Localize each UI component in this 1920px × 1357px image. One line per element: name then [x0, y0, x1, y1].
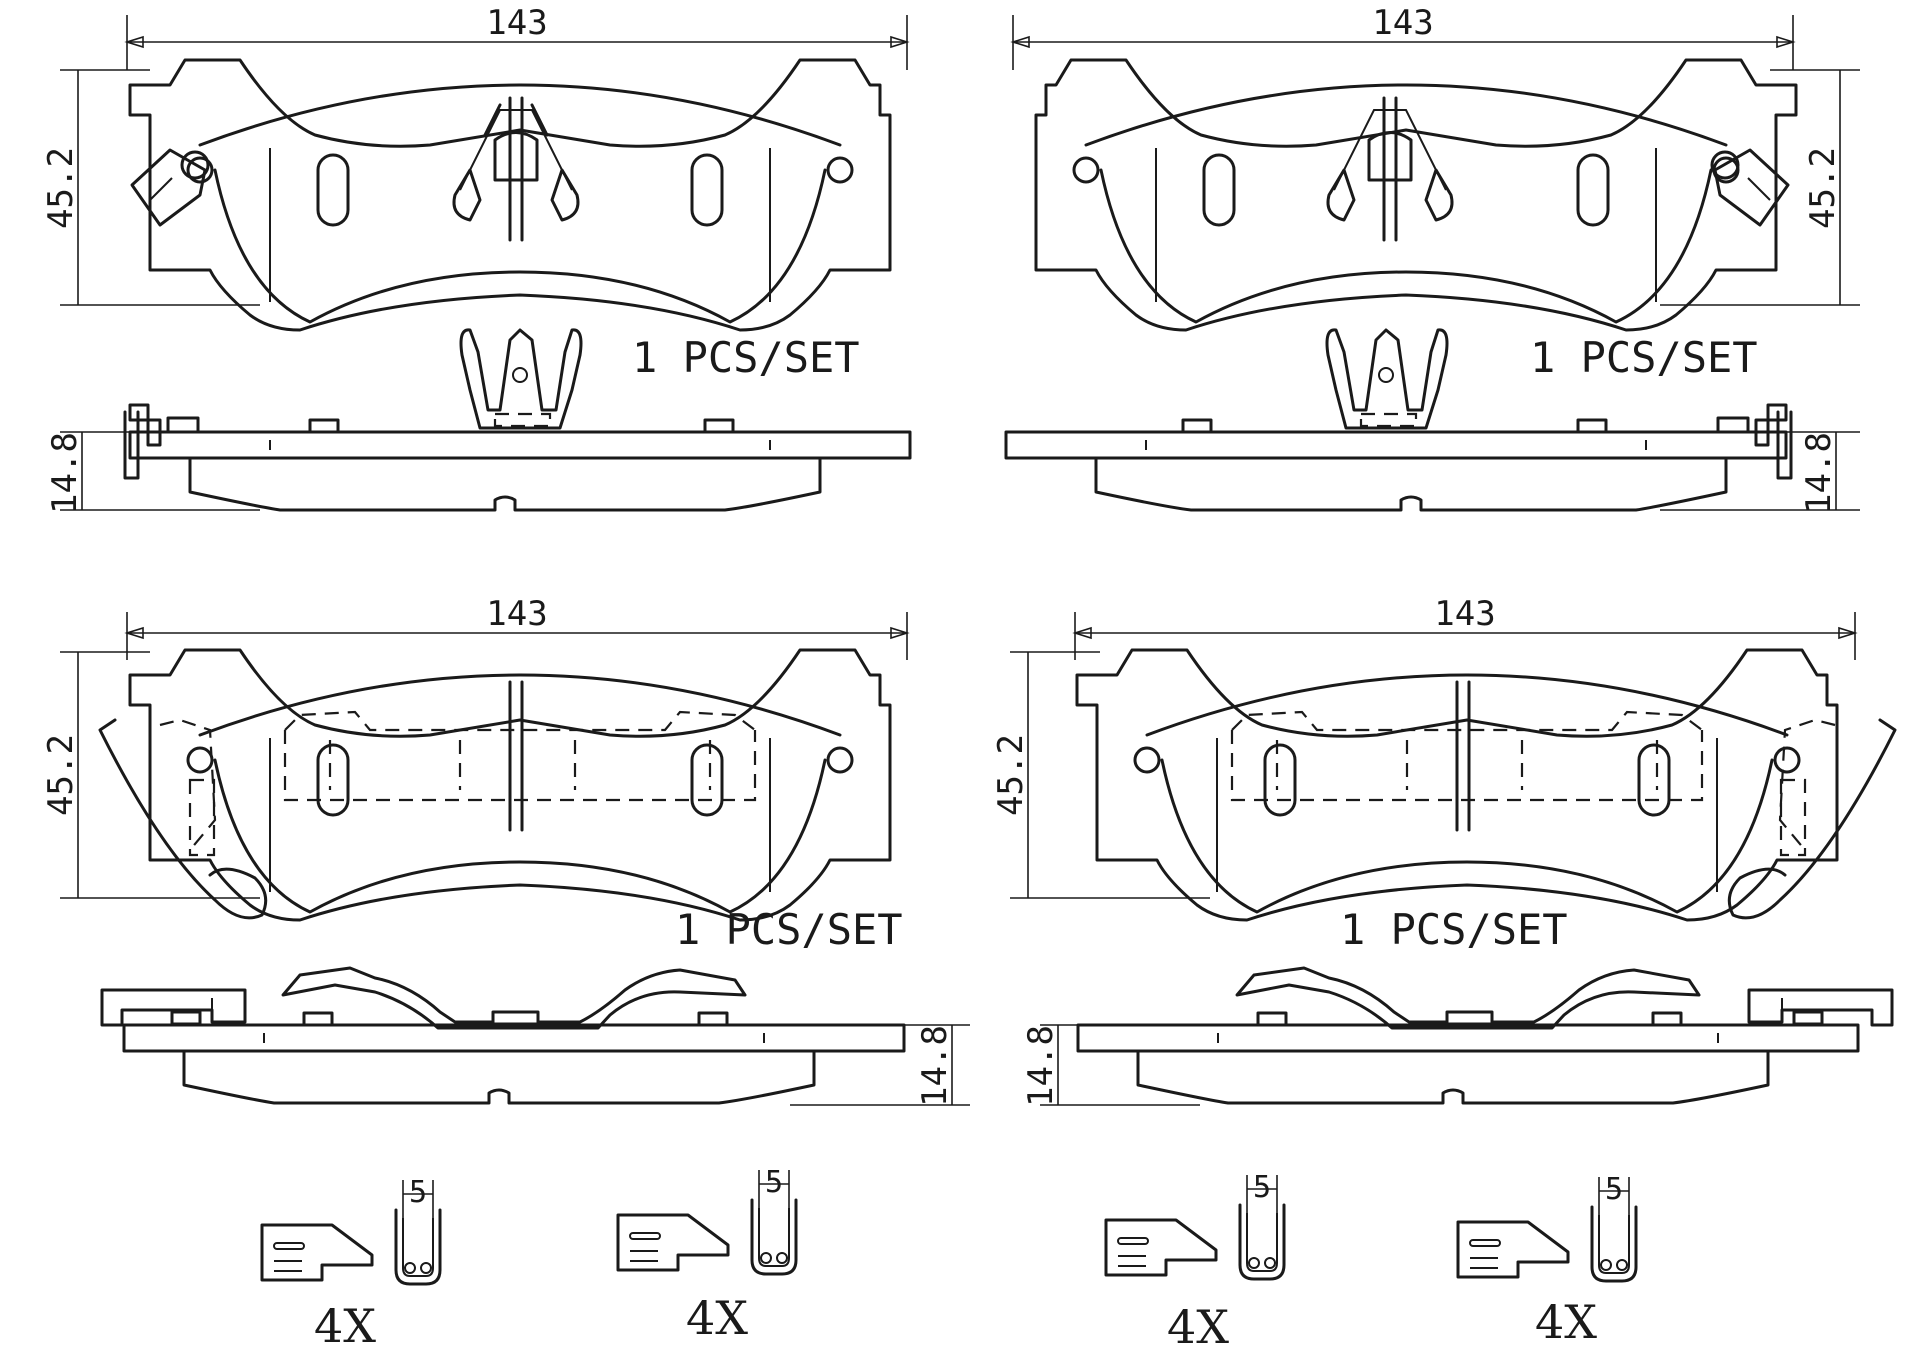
thickness-label: 14.8	[915, 1025, 955, 1107]
wear-spring	[98, 718, 268, 920]
clip-kit-1: 5 4X	[260, 1175, 442, 1353]
clip-kit-4: 5 4X	[1456, 1172, 1638, 1349]
height-label: 45.2	[41, 734, 81, 816]
width-dimension: 143	[1010, 3, 1796, 70]
set-label: 1 PCS/SET	[1340, 905, 1568, 954]
thickness-dimension: 14.8	[1021, 1024, 1200, 1107]
clip-quantity-label: 4X	[686, 1291, 748, 1345]
shim-outline	[283, 680, 757, 832]
wear-indicator	[130, 148, 210, 227]
thickness-label: 14.8	[1799, 432, 1839, 514]
shim-outline	[1230, 680, 1704, 832]
clip-quantity-label: 4X	[314, 1299, 376, 1353]
clip-plate	[260, 1223, 374, 1282]
thickness-dimension: 14.8	[45, 431, 260, 514]
wear-indicator	[1710, 148, 1790, 227]
height-dimension: 45.2	[41, 651, 260, 899]
width-label: 143	[486, 3, 547, 43]
pad-side	[1004, 418, 1788, 512]
view-top-left: 143 45.2 1 PCS/SET	[41, 3, 912, 514]
thickness-label: 14.8	[45, 432, 85, 514]
clip-kit-2: 5 4X	[616, 1165, 798, 1345]
side-clip-right	[1716, 403, 1793, 480]
thickness-dimension: 14.8	[1660, 431, 1860, 514]
height-dimension: 45.2	[41, 69, 260, 306]
view-bottom-right: 143 45.2 1 PCS/SET	[991, 594, 1897, 1107]
shim-spring	[1235, 966, 1701, 1030]
shim-spring	[281, 966, 747, 1030]
pad-side	[128, 418, 912, 512]
clip-dimension-label: 5	[765, 1165, 783, 1200]
wear-spring	[1727, 718, 1897, 920]
height-dimension: 45.2	[1660, 69, 1860, 306]
width-label: 143	[1434, 594, 1495, 634]
width-label: 143	[1372, 3, 1433, 43]
clip-dimension-label: 5	[1605, 1172, 1623, 1207]
height-dimension: 45.2	[991, 651, 1210, 899]
set-label: 1 PCS/SET	[675, 905, 903, 954]
clip-plate	[1104, 1218, 1218, 1277]
height-label: 45.2	[41, 147, 81, 229]
clip-plate	[616, 1213, 730, 1272]
thickness-dimension: 14.8	[790, 1024, 970, 1107]
width-dimension: 143	[124, 3, 910, 70]
height-label: 45.2	[991, 734, 1031, 816]
clip-quantity-label: 4X	[1535, 1295, 1597, 1349]
pad-face	[1034, 58, 1798, 332]
clip-dimension-label: 5	[1253, 1170, 1271, 1205]
side-spring	[1325, 328, 1449, 430]
side-spring	[459, 328, 583, 430]
thickness-label: 14.8	[1021, 1025, 1061, 1107]
center-spring	[452, 96, 580, 242]
clip-kit-3: 5 4X	[1104, 1170, 1286, 1354]
clip-plate	[1456, 1220, 1570, 1279]
view-top-right: 143 45.2 1 PCS/SET	[1004, 3, 1860, 514]
center-spring	[1326, 96, 1454, 242]
abutment-clip	[1747, 988, 1894, 1027]
side-clip-left	[123, 403, 200, 480]
width-label: 143	[486, 594, 547, 634]
width-dimension: 143	[124, 594, 910, 660]
clip-dimension-label: 5	[409, 1175, 427, 1210]
set-label: 1 PCS/SET	[1530, 333, 1758, 382]
abutment-clip	[100, 988, 247, 1027]
height-label: 45.2	[1803, 147, 1843, 229]
view-bottom-left: 143 45.2 1 PCS/SET	[41, 594, 970, 1107]
width-dimension: 143	[1072, 594, 1858, 660]
clip-quantity-label: 4X	[1167, 1300, 1229, 1354]
set-label: 1 PCS/SET	[632, 333, 860, 382]
